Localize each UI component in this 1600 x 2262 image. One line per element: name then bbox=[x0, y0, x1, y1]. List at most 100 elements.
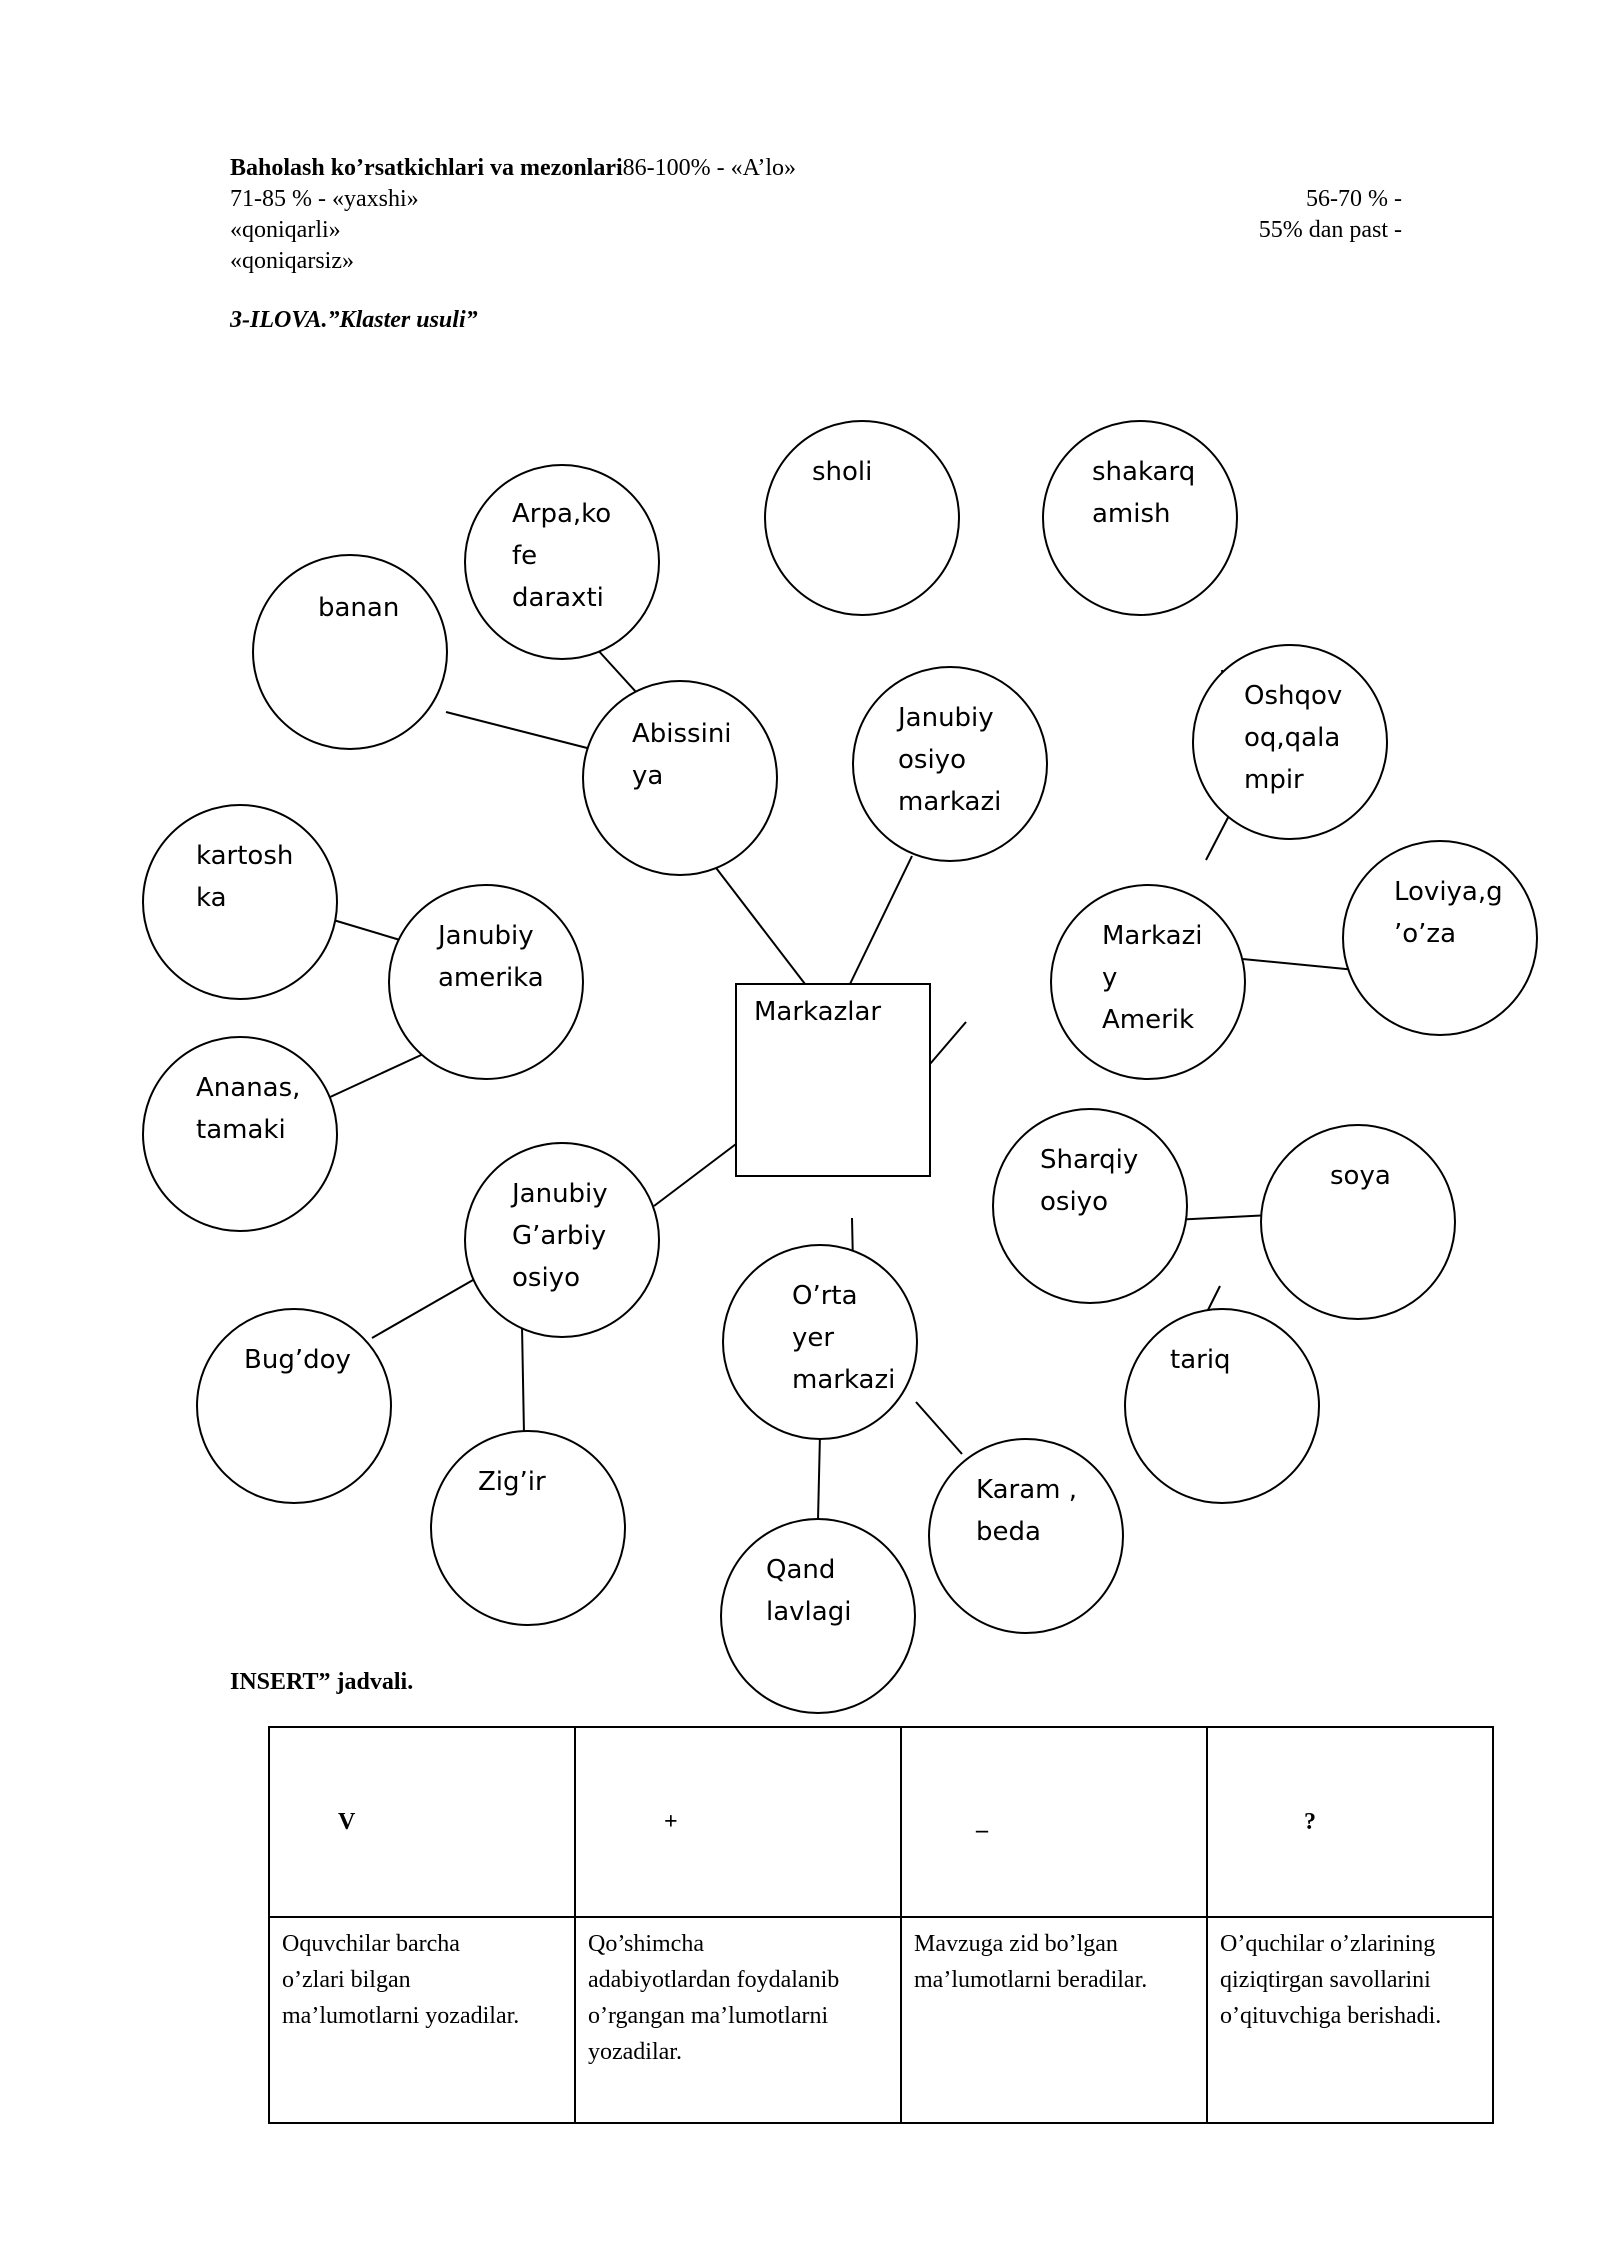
grade-excellent: 86-100% - «A’lo» bbox=[622, 155, 796, 181]
node-label-kartoshka: ka bbox=[196, 883, 227, 913]
node-label-janubiy-garbiy: osiyo bbox=[512, 1263, 580, 1293]
node-circle-bugdoy bbox=[196, 1308, 392, 1504]
node-label-oshqovoq: oq,qala bbox=[1244, 723, 1340, 753]
cell-line: ma’lumotlarni beradilar. bbox=[914, 1967, 1148, 1993]
node-label-sholi: sholi bbox=[812, 457, 872, 487]
node-circle-oshqovoq bbox=[1192, 644, 1388, 840]
node-label-zigir: Zig’ir bbox=[478, 1467, 546, 1497]
node-circle-orta-yer bbox=[722, 1244, 918, 1440]
cell-line: ma’lumotlarni yozadilar. bbox=[282, 2003, 520, 2029]
cell-line: o’rgangan ma’lumotlarni bbox=[588, 2003, 829, 2029]
cell-line: qiziqtirgan savollarini bbox=[1220, 1967, 1431, 1993]
node-circle-karam bbox=[928, 1438, 1124, 1634]
node-label-orta-yer: yer bbox=[792, 1323, 834, 1353]
node-label-kartoshka: kartosh bbox=[196, 841, 293, 871]
node-circle-banan bbox=[252, 554, 448, 750]
header-cell-question: ? bbox=[1206, 1726, 1494, 1918]
connector-line bbox=[595, 647, 637, 693]
node-label-oshqovoq: mpir bbox=[1244, 765, 1304, 795]
node-label-orta-yer: O’rta bbox=[792, 1281, 858, 1311]
node-label-arpa: fe bbox=[512, 541, 537, 571]
header-cell-known: V bbox=[268, 1726, 576, 1918]
connector-line bbox=[929, 1021, 967, 1065]
center-node-box bbox=[735, 983, 931, 1177]
node-label-arpa: daraxti bbox=[512, 583, 604, 613]
cell-line: o’zlari bilgan bbox=[282, 1967, 411, 1993]
node-label-soya: soya bbox=[1330, 1161, 1391, 1191]
node-circle-ananas bbox=[142, 1036, 338, 1232]
header-cell-new: + bbox=[574, 1726, 902, 1918]
node-label-markaziy-amerika: Amerik bbox=[1102, 1005, 1194, 1035]
node-label-shakarqamish: shakarq bbox=[1092, 457, 1195, 487]
node-label-bugdoy: Bug’doy bbox=[244, 1345, 351, 1375]
node-circle-markaziy-amerika bbox=[1050, 884, 1246, 1080]
node-label-sharqiy-osiyo: Sharqiy bbox=[1040, 1145, 1138, 1175]
table-cell: Mavzuga zid bo’lgan ma’lumotlarni beradi… bbox=[900, 1916, 1208, 2124]
table-cell: Oquvchilar barcha o’zlari bilgan ma’lumo… bbox=[268, 1916, 576, 2124]
node-label-ananas: Ananas, bbox=[196, 1073, 300, 1103]
node-label-janubiy-osiyo: Janubiy bbox=[896, 703, 994, 733]
node-circle-shakarqamish bbox=[1042, 420, 1238, 616]
cell-line: adabiyotlardan foydalanib bbox=[588, 1967, 840, 1993]
node-label-loviya: Loviya,g bbox=[1394, 877, 1503, 907]
node-label-markaziy-amerika: y bbox=[1102, 963, 1117, 993]
grade-satisfactory: «qoniqarli» bbox=[230, 217, 341, 243]
node-circle-sharqiy-osiyo bbox=[992, 1108, 1188, 1304]
node-label-qand: lavlagi bbox=[766, 1597, 851, 1627]
connector-line bbox=[849, 855, 913, 985]
node-label-abissiniya: ya bbox=[632, 761, 663, 791]
cell-line: o’qituvchiga berishadi. bbox=[1220, 2003, 1442, 2029]
node-circle-soya bbox=[1260, 1124, 1456, 1320]
connector-line bbox=[709, 859, 806, 985]
node-circle-kartoshka bbox=[142, 804, 338, 1000]
node-label-janubiy-garbiy: Janubiy bbox=[510, 1179, 608, 1209]
node-label-karam: beda bbox=[976, 1517, 1041, 1547]
node-label-shakarqamish: amish bbox=[1092, 499, 1171, 529]
connector-line bbox=[915, 1401, 963, 1455]
insert-table: V + _ ? Oquvchilar barcha o’zlari bilgan… bbox=[268, 1726, 1494, 2124]
node-circle-zigir bbox=[430, 1430, 626, 1626]
node-circle-loviya bbox=[1342, 840, 1538, 1036]
node-label-loviya: ’o’za bbox=[1394, 919, 1456, 949]
node-label-janubiy-garbiy: G’arbiy bbox=[512, 1221, 606, 1251]
connector-line bbox=[1231, 957, 1357, 971]
cell-line: yozadilar. bbox=[588, 2039, 682, 2065]
node-label-tariq: tariq bbox=[1170, 1345, 1231, 1375]
connector-line bbox=[817, 1433, 821, 1521]
node-label-janubiy-amerika: amerika bbox=[438, 963, 544, 993]
grade-range-unsatisfactory: 55% dan past - bbox=[1258, 217, 1402, 243]
cell-line: Oquvchilar barcha bbox=[282, 1931, 460, 1957]
section-title: 3-ILOVA.”Klaster usuli” bbox=[230, 307, 478, 333]
connector-line bbox=[521, 1325, 525, 1435]
table-cell: O’quchilar o’zlarining qiziqtirgan savol… bbox=[1206, 1916, 1494, 2124]
assessment-title-line: Baholash ko’rsatkichlari va mezonlari86-… bbox=[230, 153, 796, 184]
node-circle-arpa bbox=[464, 464, 660, 660]
node-label-ananas: tamaki bbox=[196, 1115, 286, 1145]
cell-line: O’quchilar o’zlarining bbox=[1220, 1931, 1436, 1957]
node-circle-abissiniya bbox=[582, 680, 778, 876]
connector-line bbox=[653, 1143, 737, 1207]
node-label-arpa: Arpa,ko bbox=[512, 499, 611, 529]
node-label-janubiy-amerika: Janubiy bbox=[436, 921, 534, 951]
node-circle-janubiy-amerika bbox=[388, 884, 584, 1080]
cell-line: Mavzuga zid bo’lgan bbox=[914, 1931, 1118, 1957]
node-circle-qand bbox=[720, 1518, 916, 1714]
grade-range-satisfactory: 56-70 % - bbox=[1306, 186, 1402, 212]
node-label-abissiniya: Abissini bbox=[632, 719, 732, 749]
node-label-janubiy-osiyo: osiyo bbox=[898, 745, 966, 775]
diagram-nodes: Markazlar Abissini ya banan Arpa,ko fe daraxti… bbox=[142, 420, 1538, 1714]
cell-line: Qo’shimcha bbox=[588, 1931, 704, 1957]
node-label-sharqiy-osiyo: osiyo bbox=[1040, 1187, 1108, 1217]
table-cell: Qo’shimcha adabiyotlardan foydalanib o’r… bbox=[574, 1916, 902, 2124]
center-node-label: Markazlar bbox=[754, 997, 881, 1027]
grade-unsatisfactory: «qoniqarsiz» bbox=[230, 248, 354, 274]
connector-line bbox=[371, 1275, 481, 1339]
node-circle-sholi bbox=[764, 420, 960, 616]
node-label-karam: Karam , bbox=[976, 1475, 1077, 1505]
node-label-markaziy-amerika: Markazi bbox=[1102, 921, 1202, 951]
node-label-qand: Qand bbox=[766, 1555, 835, 1585]
grade-good: 71-85 % - «yaxshi» bbox=[230, 186, 419, 212]
node-label-banan: banan bbox=[318, 593, 399, 623]
assessment-title: Baholash ko’rsatkichlari va mezonlari bbox=[230, 155, 623, 181]
node-circle-janubiy-osiyo bbox=[852, 666, 1048, 862]
